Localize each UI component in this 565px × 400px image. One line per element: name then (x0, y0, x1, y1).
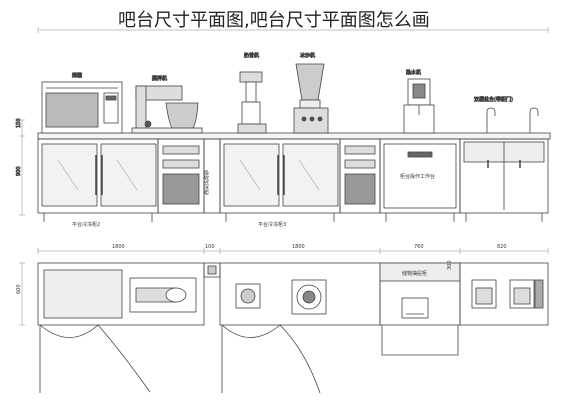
left-fridge-cabinet (37, 138, 159, 214)
label-ice-machine: 冰沙机 (300, 52, 315, 59)
label-drawer-cabinet: 柜台操作工作台 (400, 173, 435, 180)
plan-gap (203, 262, 221, 278)
middle-fridge-cabinet (219, 138, 341, 214)
plan-dim-w2: 100 (205, 244, 215, 250)
left-vent-panel (157, 138, 205, 214)
label-microwave: 烤箱 (72, 72, 82, 79)
ice-machine (293, 63, 329, 134)
plan-dim-w1: 1800 (112, 244, 125, 250)
water-dispenser (403, 78, 435, 134)
plan-dim-w4: 760 (414, 244, 424, 250)
microwave (41, 81, 123, 134)
elev-dim-top: 150 (16, 118, 22, 128)
plan-sink-cabinet (459, 262, 549, 326)
mixer (131, 85, 203, 134)
label-blender: 奶昔机 (244, 52, 259, 59)
plan-middle-cabinet (219, 262, 381, 326)
label-left-cabinet: 平台冷冻柜2 (72, 221, 100, 228)
label-mixer: 搅拌机 (152, 75, 167, 82)
plan-dim-d2: 300 (447, 260, 453, 270)
label-middle-cabinet: 平台冷冻柜3 (258, 221, 286, 228)
plan-left-cabinet (37, 262, 205, 326)
label-drawer-plan: 储物抽屉柜 (402, 270, 427, 277)
label-vertical-cabinet: 吸收式冰柜 (203, 170, 209, 196)
elev-dim-body: 900 (16, 166, 22, 176)
sink-cabinet (459, 138, 549, 214)
plan-dim-d1: 600 (16, 284, 22, 294)
plan-view (19, 248, 549, 394)
label-sink: 双槽盆台(带柜门) (474, 96, 513, 103)
label-water-dispenser: 热水机 (406, 69, 421, 76)
plan-dim-w3: 1800 (292, 244, 305, 250)
middle-vent-panel (339, 138, 381, 214)
blender (237, 71, 267, 134)
plan-dim-w5: 820 (497, 244, 507, 250)
sink-faucets (486, 107, 539, 133)
elevation-view: 150 900 烤箱 搅拌机 奶昔机 (16, 27, 551, 222)
page-title: 吧台尺寸平面图,吧台尺寸平面图怎么画 (118, 10, 430, 31)
